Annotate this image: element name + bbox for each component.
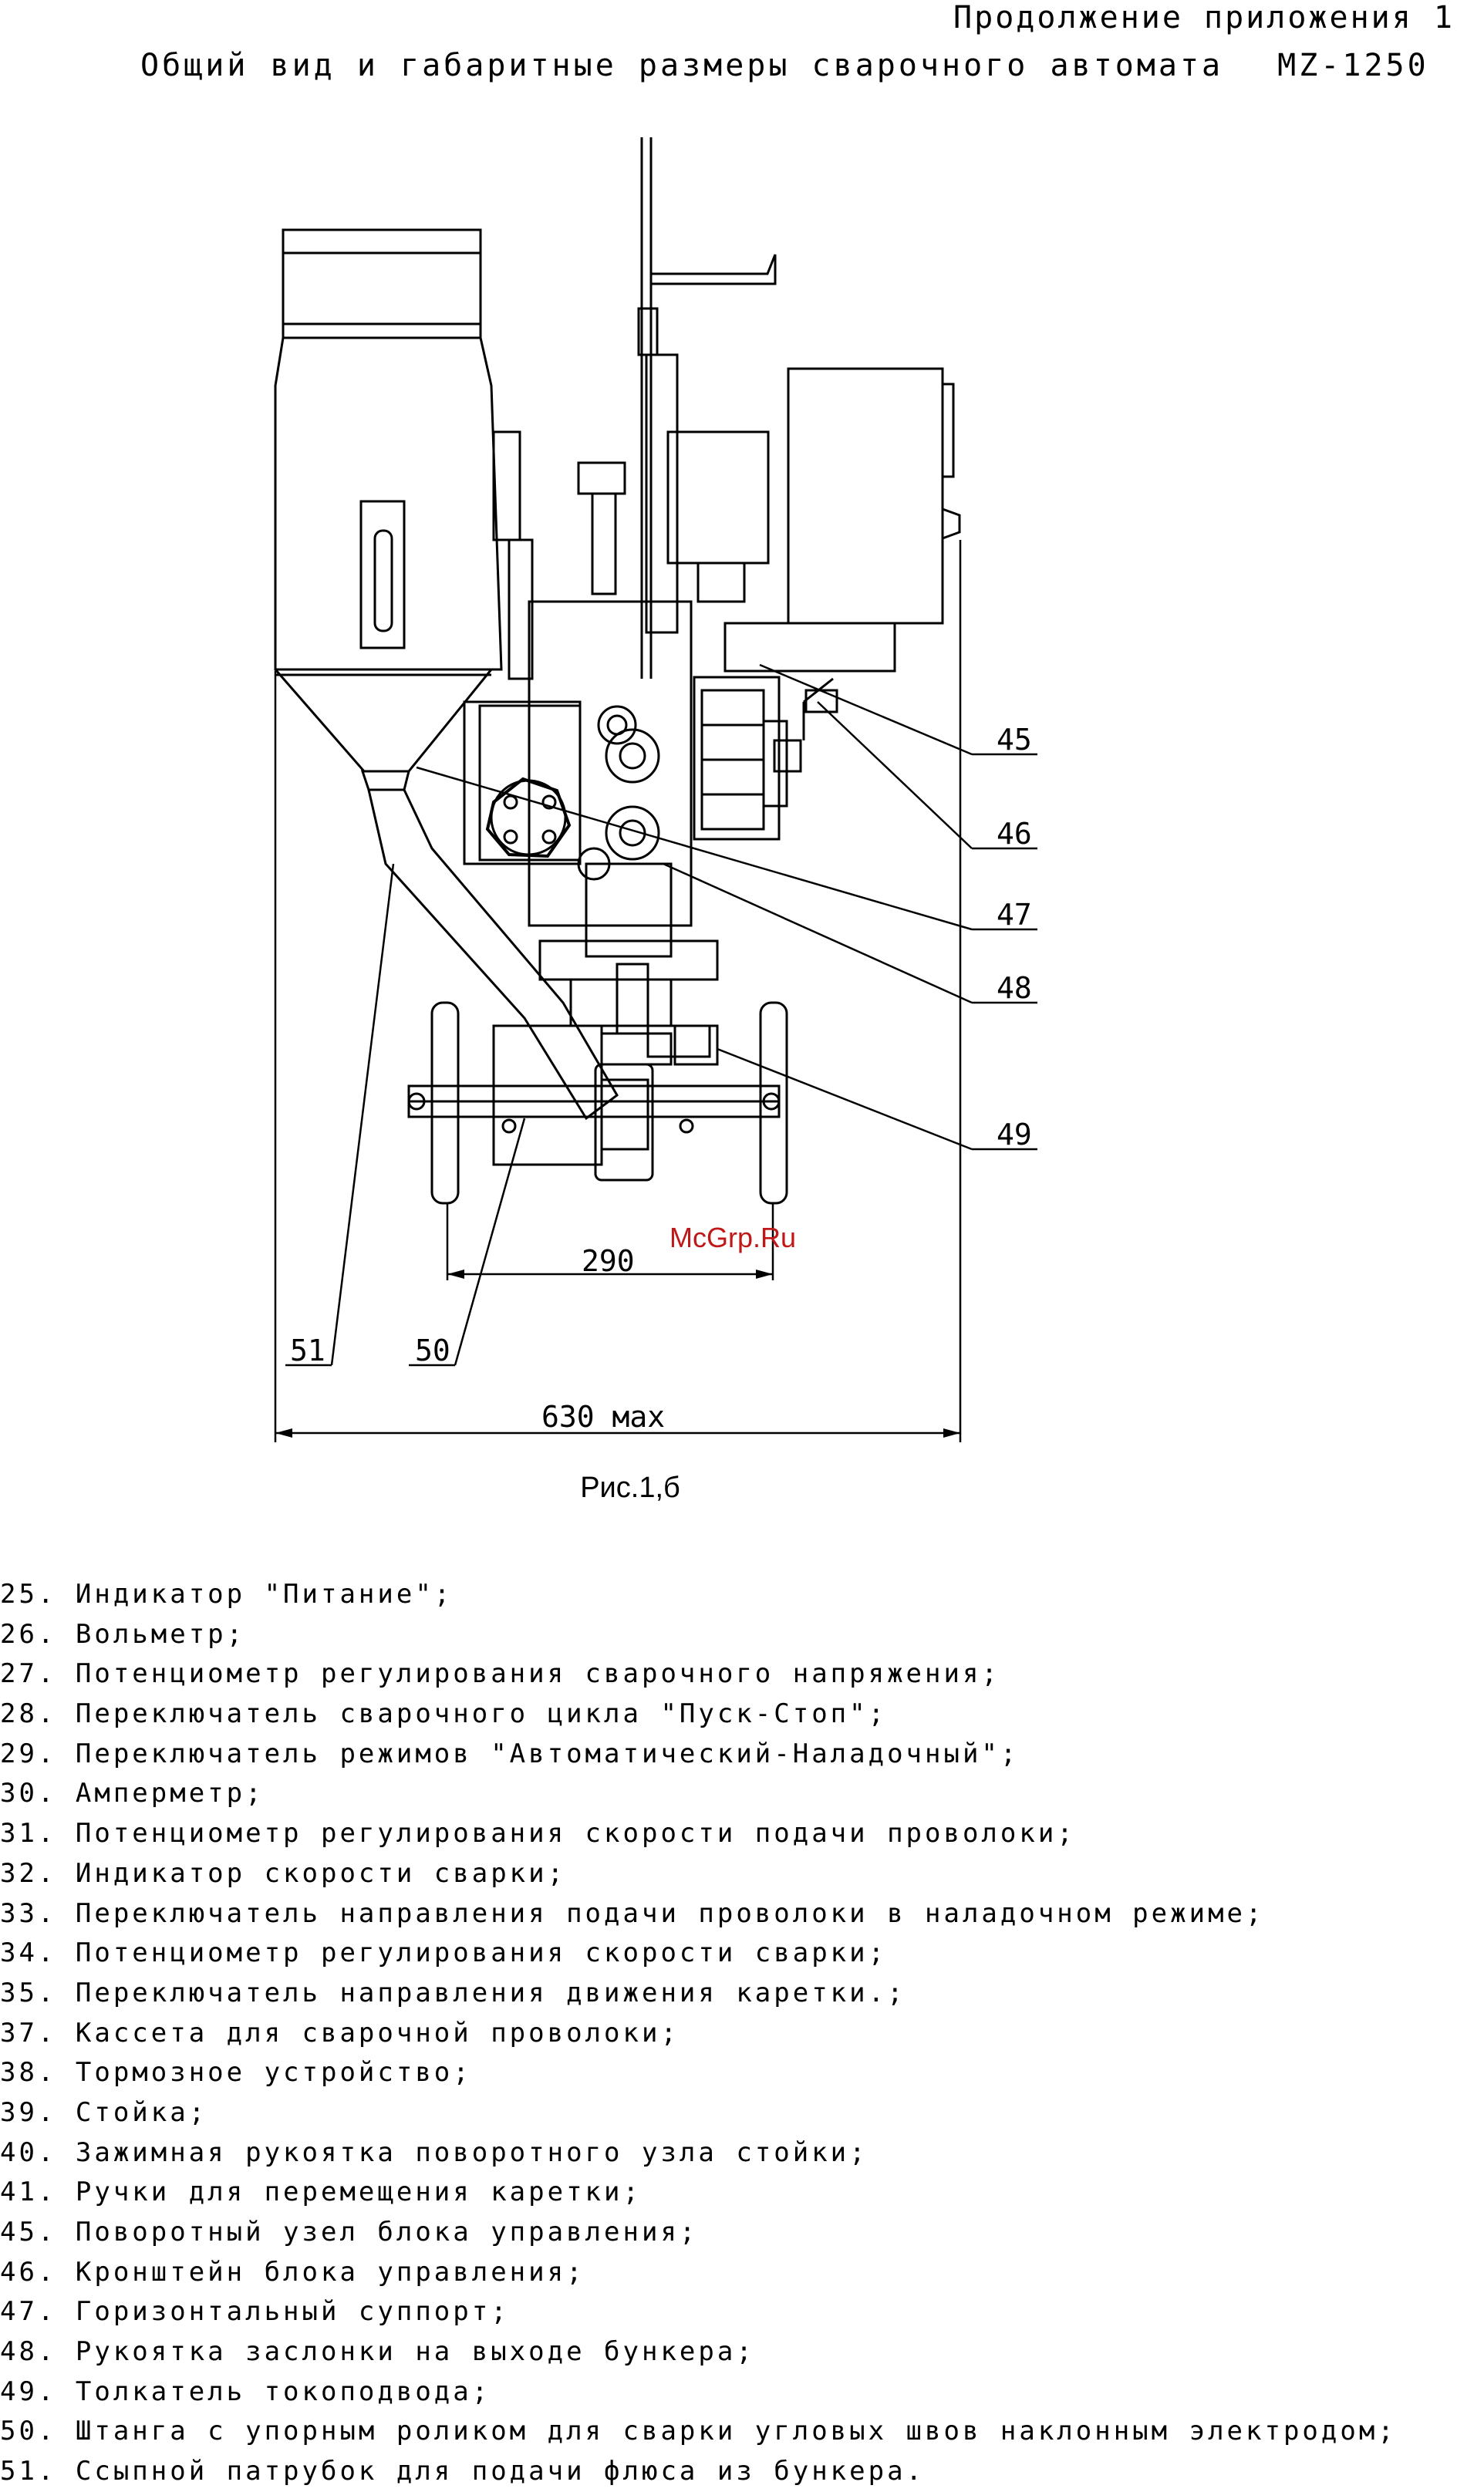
technical-drawing: 45 46 47 48 49 50 51 290 630 мах <box>274 137 1037 1442</box>
legend-item: 31. Потенциометр регулирования скорости … <box>0 1818 1076 1850</box>
figure-caption: Рис.1,б <box>0 1472 1484 1505</box>
page-title: Общий вид и габаритные размеры сварочног… <box>140 48 1429 83</box>
dimension-lines <box>274 540 962 1442</box>
flux-hopper <box>274 228 503 773</box>
leader-lines <box>285 663 1037 1367</box>
legend-item: 47. Горизонтальный суппорт; <box>0 2296 510 2328</box>
legend-item: 34. Потенциометр регулирования скорости … <box>0 1937 888 1969</box>
legend-item: 27. Потенциометр регулирования сварочног… <box>0 1658 1000 1690</box>
legend-item: 30. Амперметр; <box>0 1778 265 1809</box>
callout-50: 50 <box>415 1334 450 1367</box>
dimension-630: 630 мах <box>541 1400 665 1434</box>
legend-item: 45. Поворотный узел блока управления; <box>0 2217 699 2248</box>
legend-item: 50. Штанга с упорным роликом для сварки … <box>0 2416 1397 2447</box>
caption-text: Рис.1,б <box>580 1472 680 1504</box>
torch <box>594 1024 719 1182</box>
legend-item: 40. Зажимная рукоятка поворотного узла с… <box>0 2136 868 2168</box>
control-box <box>666 367 961 673</box>
legend-item: 51. Ссыпной патрубок для подачи флюса из… <box>0 2456 926 2487</box>
callout-51: 51 <box>290 1334 325 1367</box>
callout-47: 47 <box>997 898 1032 932</box>
legend-item: 37. Кассета для сварочной проволоки; <box>0 2017 680 2049</box>
legend-item: 41. Ручки для перемещения каретки; <box>0 2177 642 2208</box>
callout-48: 48 <box>997 971 1032 1005</box>
callout-46: 46 <box>997 817 1032 851</box>
legend-item: 33. Переключатель направления подачи про… <box>0 1897 1265 1929</box>
title-text: Общий вид и габаритные размеры сварочног… <box>140 48 1224 83</box>
continuation-note: Продолжение приложения 1 <box>953 0 1455 35</box>
callout-45: 45 <box>997 723 1032 757</box>
legend-item: 39. Стойка; <box>0 2096 208 2128</box>
model-label: MZ-1250 <box>1277 48 1429 83</box>
legend-item: 28. Переключатель сварочного цикла "Пуск… <box>0 1698 888 1730</box>
legend-item: 38. Тормозное устройство; <box>0 2057 472 2089</box>
callout-49: 49 <box>997 1118 1032 1152</box>
legend-item: 32. Индикатор скорости сварки; <box>0 1857 567 1889</box>
legend-item: 26. Вольметр; <box>0 1618 246 1650</box>
legend-item: 25. Индикатор "Питание"; <box>0 1579 454 1610</box>
legend-list: 25. Индикатор "Питание"; 26. Вольметр; 2… <box>0 1575 1397 2492</box>
carriage <box>407 1001 788 1205</box>
legend-item: 48. Рукоятка заслонки на выходе бункера; <box>0 2336 755 2368</box>
column <box>637 137 777 679</box>
legend-item: 46. Кронштейн блока управления; <box>0 2256 585 2288</box>
legend-item: 29. Переключатель режимов "Автоматически… <box>0 1738 1020 1769</box>
legend-item: 49. Толкатель токоподвода; <box>0 2376 491 2407</box>
dimension-290: 290 <box>582 1244 635 1278</box>
legend-item: 35. Переключатель направления движения к… <box>0 1977 906 2008</box>
watermark: McGrp.Ru <box>669 1222 797 1253</box>
